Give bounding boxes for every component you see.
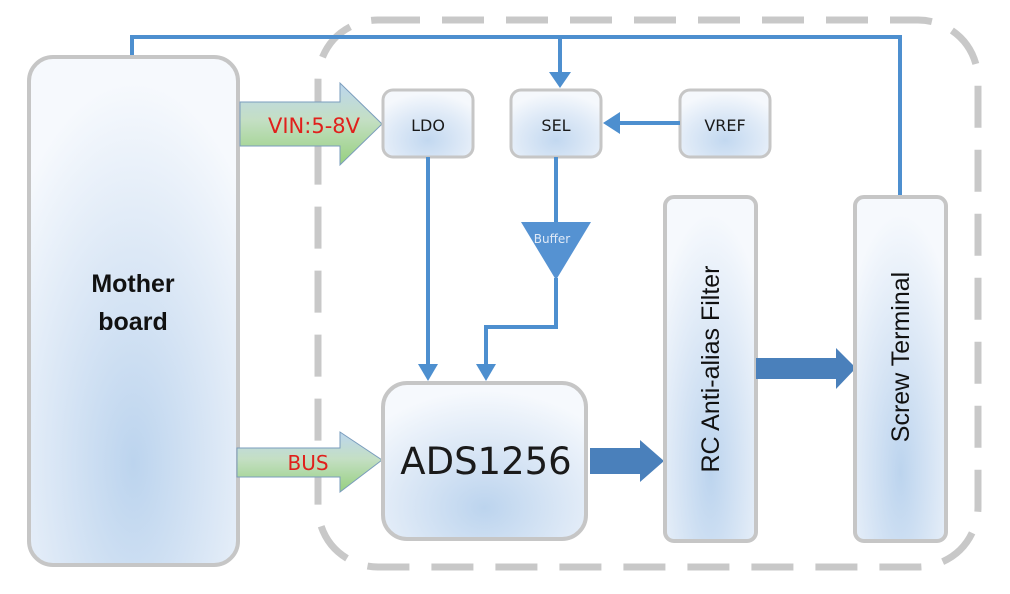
filter-block: RC Anti-alias Filter — [663, 195, 758, 543]
ldo-block: LDO — [381, 88, 475, 159]
motherboard-label-line1: Mother — [91, 270, 175, 298]
adc-block: ADS1256 — [381, 381, 588, 541]
feedback-line — [130, 35, 902, 197]
sel-block: SEL — [509, 88, 603, 159]
sel-label: SEL — [541, 116, 570, 135]
adc-label: ADS1256 — [400, 440, 571, 483]
bus-arrow: BUS — [236, 431, 383, 494]
adc-to-filter-arrow — [590, 440, 664, 482]
ldo-label: LDO — [411, 116, 445, 135]
feedback-to-sel-arrowhead — [549, 72, 571, 88]
buffer-to-adc-arrowhead — [476, 364, 496, 381]
screw-terminal-block: Screw Terminal — [853, 195, 948, 543]
motherboard-label-line2: board — [98, 308, 167, 336]
vin-label: VIN:5-8V — [268, 114, 361, 138]
motherboard-block: Mother board — [27, 55, 240, 567]
vin-arrow: VIN:5-8V — [239, 81, 383, 167]
vref-label: VREF — [704, 116, 745, 135]
bus-label: BUS — [287, 451, 328, 475]
filter-label: RC Anti-alias Filter — [697, 266, 725, 473]
buffer-triangle — [521, 222, 591, 280]
buffer-block: Buffer — [521, 222, 591, 280]
buffer-label: Buffer — [534, 232, 570, 246]
screw-terminal-label: Screw Terminal — [887, 272, 915, 442]
vref-to-sel-arrowhead — [603, 112, 620, 134]
board-boundary — [314, 16, 982, 571]
buffer-to-adc-line — [484, 278, 558, 368]
filter-to-terminal-arrow — [756, 348, 856, 389]
vref-block: VREF — [678, 88, 772, 159]
ldo-to-adc-arrowhead — [418, 364, 438, 381]
